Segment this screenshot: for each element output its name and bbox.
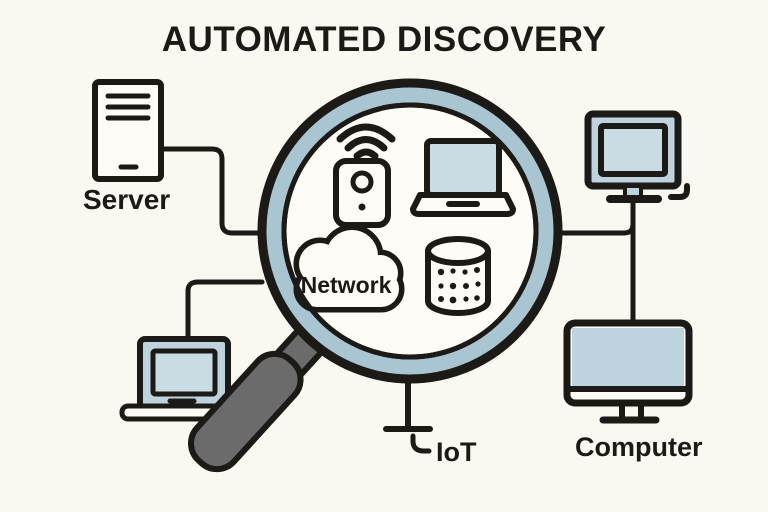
computer-label: Computer bbox=[575, 432, 703, 462]
desktop-computer-icon bbox=[563, 319, 693, 424]
device-camera-ring bbox=[350, 170, 374, 194]
page-title: AUTOMATED DISCOVERY bbox=[161, 20, 607, 59]
device-dot bbox=[358, 203, 366, 211]
wifi-arc-large bbox=[336, 123, 396, 143]
monitor-icon bbox=[584, 110, 690, 203]
database-dots bbox=[437, 267, 481, 304]
wifi-arc-small bbox=[353, 148, 379, 160]
computer-screen bbox=[572, 328, 684, 386]
connector-laptop bbox=[185, 279, 265, 342]
laptop-icon bbox=[119, 336, 237, 422]
lens-laptop-icon bbox=[410, 138, 516, 217]
wifi-arc-medium bbox=[344, 136, 388, 152]
smart-device-wifi-icon bbox=[333, 123, 396, 228]
database-top bbox=[425, 236, 491, 266]
monitor-cable-hook bbox=[668, 183, 690, 200]
monitor-screen bbox=[598, 123, 668, 177]
connector-right bbox=[558, 221, 636, 236]
connector-lines bbox=[159, 146, 636, 454]
server-tower-icon bbox=[92, 79, 164, 182]
lens-laptop-screen bbox=[424, 138, 502, 198]
iot-curve bbox=[410, 433, 432, 454]
cloud-fill bbox=[299, 230, 399, 307]
connector-server bbox=[159, 146, 262, 236]
laptop-screen bbox=[150, 348, 218, 397]
handle-grip bbox=[188, 350, 304, 473]
server-label: Server bbox=[83, 184, 171, 215]
glass-inner-rim bbox=[281, 102, 539, 360]
cloud-icon bbox=[293, 224, 405, 313]
magnifying-glass-icon bbox=[257, 78, 563, 384]
database-cylinder-icon bbox=[425, 236, 491, 316]
iot-label: IoT bbox=[436, 437, 477, 467]
network-label: Network bbox=[300, 272, 392, 298]
